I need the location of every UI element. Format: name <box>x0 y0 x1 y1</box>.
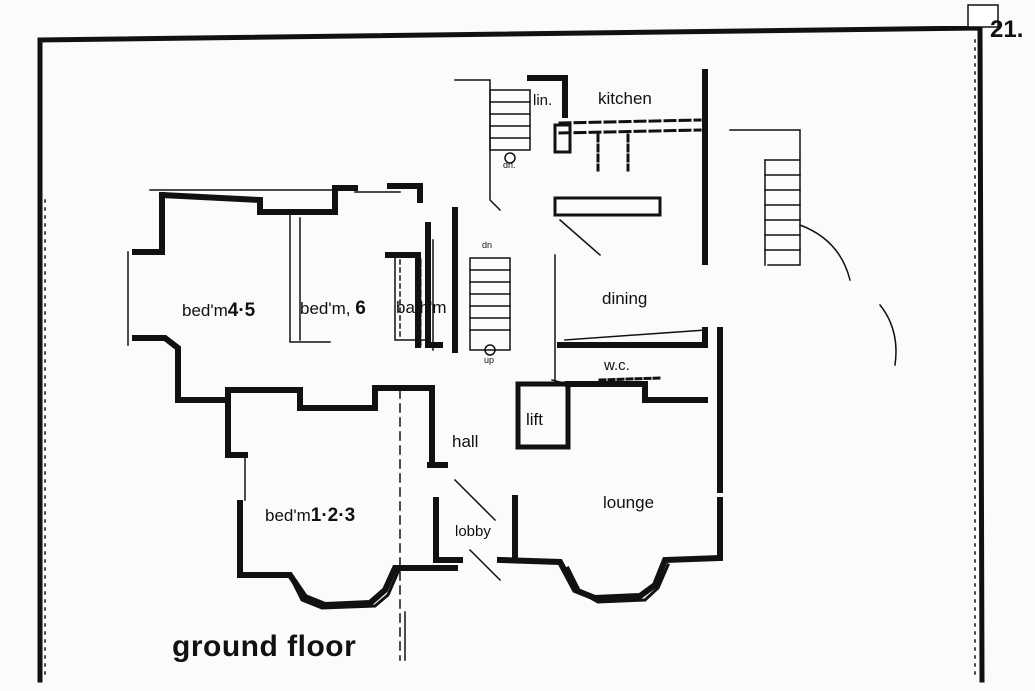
room-label-lift: lift <box>526 410 543 429</box>
room-label-lobby: lobby <box>455 523 491 540</box>
room-label-hall: hall <box>452 432 479 451</box>
room-label-bedroom-4-5-number: 4·5 <box>227 300 256 321</box>
exterior-walls <box>132 69 723 609</box>
stair-mark-down-mid: dn <box>482 240 493 250</box>
room-label-bedroom-6-prefix: bed'm, <box>300 299 351 318</box>
room-label-lounge: lounge <box>603 493 655 512</box>
room-label-kitchen: kitchen <box>598 89 652 108</box>
room-label-linen: lin. <box>533 92 553 109</box>
interior-lines <box>44 39 976 681</box>
room-label-bedroom-4-5-prefix: bed'm <box>182 301 228 320</box>
stair-mark-down-top: dn. <box>503 160 516 170</box>
room-label-bedroom-6-number: 6 <box>355 298 366 319</box>
room-label-bedroom-1-2-3-number: 1·2·3 <box>310 505 356 526</box>
room-label-bathroom: bath'm <box>396 298 447 317</box>
room-label-bedroom-6: bed'm, 6 <box>300 298 366 320</box>
room-label-bedroom-1-2-3-prefix: bed'm <box>265 506 311 525</box>
bay-windows <box>289 563 670 610</box>
room-label-dining: dining <box>602 289 648 308</box>
page-number: 21. <box>990 16 1024 43</box>
room-label-bedroom-1-2-3: bed'm1·2·3 <box>265 505 355 527</box>
room-label-wc: w.c. <box>604 357 630 374</box>
page-border <box>37 25 985 683</box>
room-label-bedroom-4-5: bed'm4·5 <box>182 300 255 322</box>
plan-title: ground floor <box>172 630 357 663</box>
stair-mark-up: up <box>484 355 495 365</box>
